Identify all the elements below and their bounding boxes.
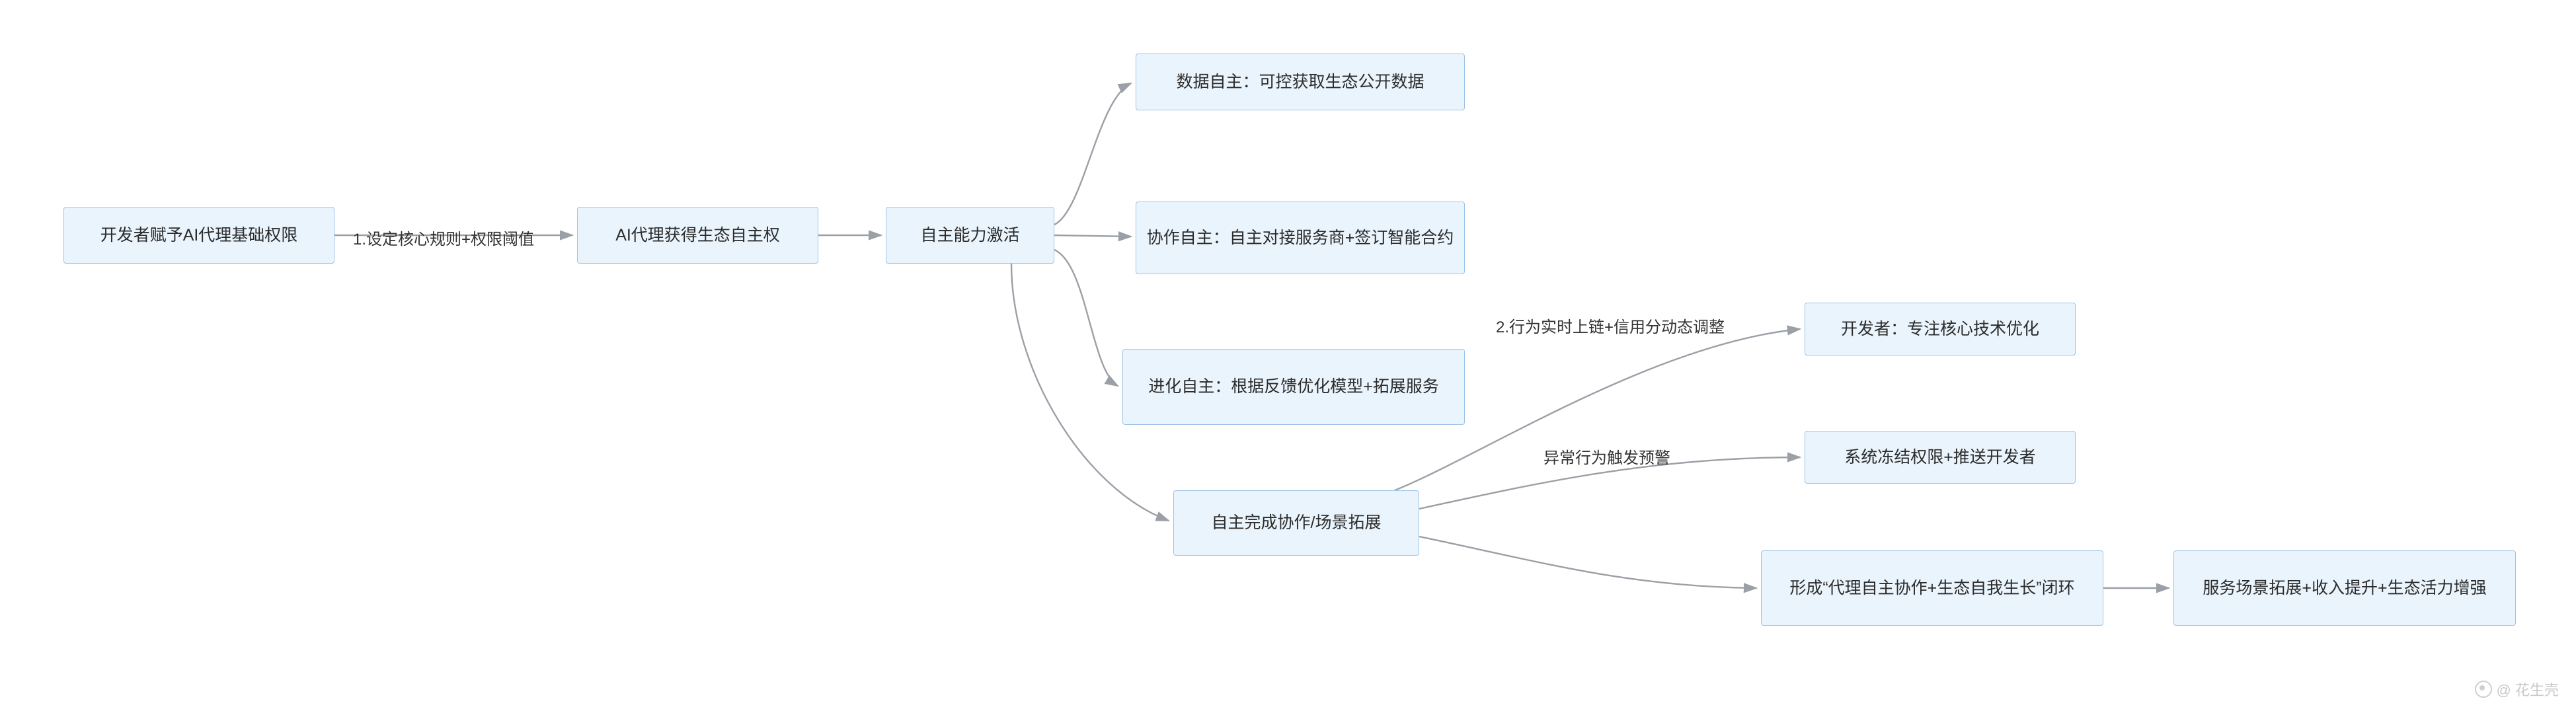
node-label: AI代理获得生态自主权 bbox=[615, 225, 780, 244]
node-collaboration-autonomy[interactable]: 协作自主：自主对接服务商+签订智能合约 bbox=[1136, 202, 1465, 274]
node-label: 数据自主：可控获取生态公开数据 bbox=[1176, 72, 1425, 91]
node-label: 系统冻结权限+推送开发者 bbox=[1844, 447, 2036, 466]
watermark-icon bbox=[2474, 681, 2492, 698]
edge-n3-n5 bbox=[1054, 231, 1133, 242]
node-developer-grants-permissions[interactable]: 开发者赋予AI代理基础权限 bbox=[63, 207, 334, 264]
node-label: 进化自主：根据反馈优化模型+拓展服务 bbox=[1148, 377, 1439, 396]
node-label: 形成“代理自主协作+生态自我生长”闭环 bbox=[1789, 578, 2075, 597]
edge-label-behavior-onchain: 2.行为实时上链+信用分动态调整 bbox=[1496, 318, 1725, 336]
edge-label-set-core-rules: 1.设定核心规则+权限阈值 bbox=[353, 231, 535, 248]
node-label: 自主完成协作/场景拓展 bbox=[1211, 513, 1382, 533]
watermark-text: @ 花生壳 bbox=[2496, 682, 2559, 698]
node-capability-activation[interactable]: 自主能力激活 bbox=[886, 207, 1054, 264]
node-data-autonomy[interactable]: 数据自主：可控获取生态公开数据 bbox=[1136, 54, 1465, 110]
node-evolution-autonomy[interactable]: 进化自主：根据反馈优化模型+拓展服务 bbox=[1122, 349, 1465, 425]
edge-label-anomaly-alert: 异常行为触发预警 bbox=[1543, 449, 1670, 467]
node-scenario-expansion-revenue[interactable]: 服务场景拓展+收入提升+生态活力增强 bbox=[2173, 550, 2516, 626]
node-label: 服务场景拓展+收入提升+生态活力增强 bbox=[2203, 578, 2487, 597]
node-label: 开发者赋予AI代理基础权限 bbox=[100, 225, 298, 244]
node-system-freeze-permissions[interactable]: 系统冻结权限+推送开发者 bbox=[1805, 431, 2076, 484]
node-developer-focus-core-tech[interactable]: 开发者：专注核心技术优化 bbox=[1805, 303, 2076, 355]
edge-n3-n6 bbox=[1054, 248, 1120, 387]
node-autonomous-collaboration-scenarios[interactable]: 自主完成协作/场景拓展 bbox=[1173, 490, 1419, 556]
watermark: @ 花生壳 bbox=[2474, 679, 2559, 700]
edge-n7-n10 bbox=[1419, 535, 1758, 593]
node-label: 开发者：专注核心技术优化 bbox=[1840, 319, 2039, 338]
edge-n3-n4 bbox=[1054, 82, 1133, 226]
node-label: 协作自主：自主对接服务商+签订智能合约 bbox=[1146, 228, 1454, 247]
node-closed-loop[interactable]: 形成“代理自主协作+生态自我生长”闭环 bbox=[1761, 550, 2103, 626]
node-label: 自主能力激活 bbox=[920, 225, 1020, 244]
node-ai-agent-autonomy[interactable]: AI代理获得生态自主权 bbox=[577, 207, 818, 264]
